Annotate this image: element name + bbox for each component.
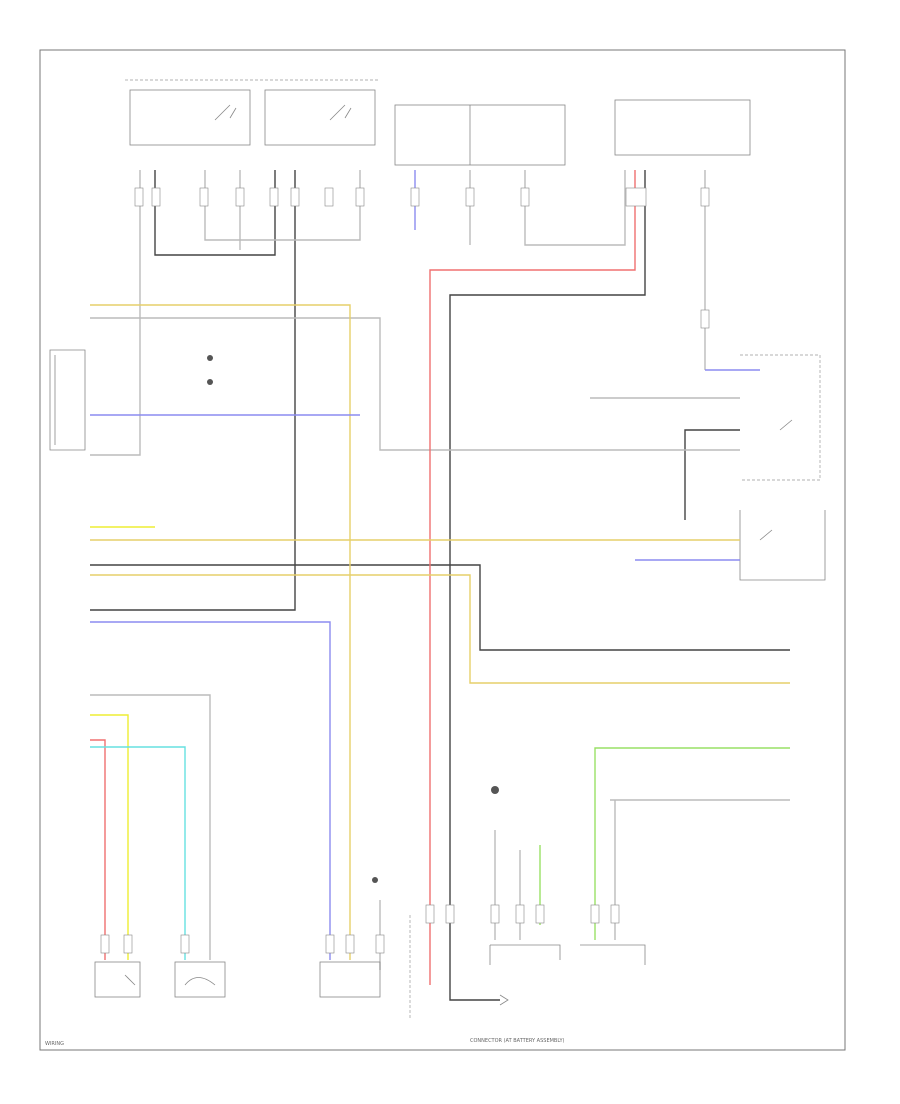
wires-yellow: [90, 304, 790, 960]
wires-cyan: [90, 746, 186, 960]
wires-green: [539, 747, 790, 940]
page-corner-label: WIRING: [45, 1041, 64, 1047]
component-top-left-switch: [125, 79, 380, 146]
component-left-module: [49, 349, 86, 451]
diagram-border: [39, 49, 846, 1051]
wires-red: [90, 170, 636, 985]
component-bottom-right-connector: [489, 944, 646, 965]
component-right-switch-assembly: [740, 354, 821, 481]
component-top-right-unit: [614, 99, 751, 156]
component-right-connector: [739, 510, 826, 581]
component-bottom-sensor-1: [94, 961, 141, 998]
connector-pins: [100, 187, 710, 954]
component-bottom-actuator: [319, 961, 381, 998]
component-bottom-sensor-2: [174, 961, 226, 998]
wires-gray: [90, 170, 790, 970]
component-bottom-ground: [409, 915, 509, 1020]
bottom-assembly-label: CONNECTOR (AT BATTERY ASSEMBLY): [470, 1038, 565, 1044]
component-top-relay-block: [394, 104, 566, 166]
wires-blue: [90, 170, 760, 960]
component-top-mid-switch: [264, 89, 376, 146]
wires-black: [90, 170, 790, 1001]
